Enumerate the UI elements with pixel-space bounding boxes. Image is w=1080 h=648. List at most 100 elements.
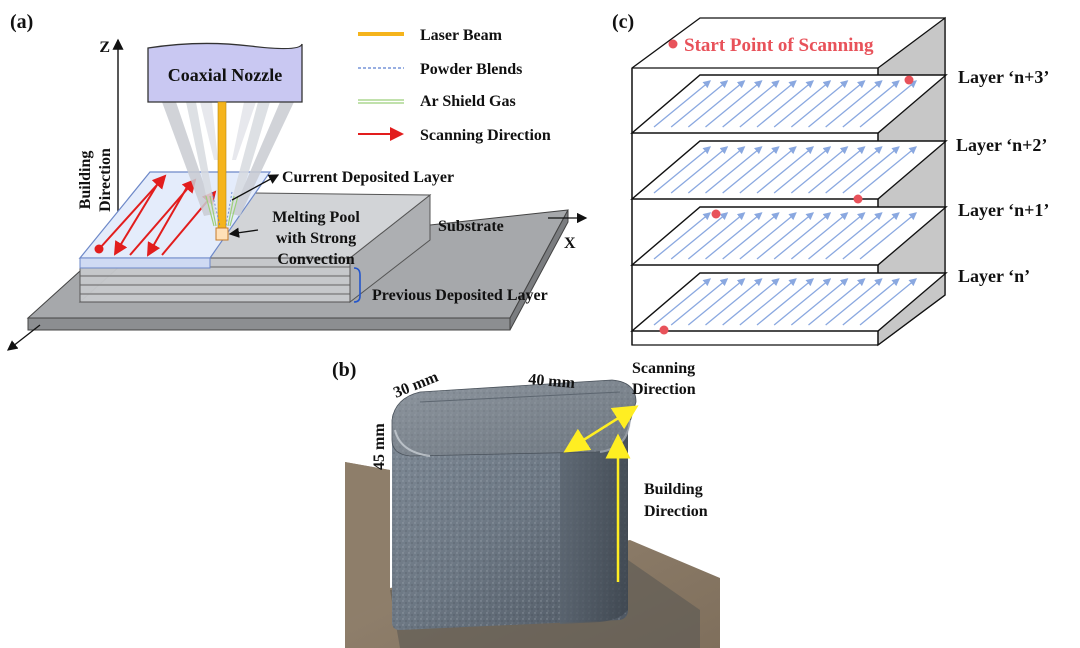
- melting-pool-pointer: [228, 227, 259, 238]
- melting-pool-label-1: Melting Pool: [272, 209, 360, 226]
- hatch-arrow: [670, 146, 729, 194]
- hatch-arrow: [739, 146, 797, 194]
- start-point-dot: [853, 194, 863, 204]
- hatch-arrow: [756, 80, 815, 128]
- substrate-front: [27, 317, 511, 331]
- start-point-legend-dot: [668, 39, 678, 49]
- melting-pool-label-2: with Strong: [276, 230, 356, 247]
- hatch-arrow: [705, 212, 763, 260]
- hatch-arrow: [773, 278, 832, 326]
- sample-photo: 30 mm 40 mm 45 mm: [345, 368, 720, 648]
- hatch-arrow: [842, 278, 900, 326]
- laser-beam: [217, 101, 227, 231]
- hatch-arrow: [739, 278, 797, 326]
- hatch-arrow: [825, 212, 883, 260]
- hatch-arrow: [773, 146, 832, 194]
- hatch-arrow: [825, 146, 883, 194]
- hatch-arrow: [687, 278, 746, 326]
- hatch-arrow: [808, 146, 866, 194]
- layer-plane-n3: [630, 74, 948, 134]
- hatch-arrow: [705, 146, 763, 194]
- hatch-arrow: [842, 80, 900, 128]
- start-point-dot: [659, 325, 669, 335]
- previous-layer-label: Previous Deposited Layer: [372, 287, 548, 304]
- substrate-side: [509, 209, 569, 331]
- coaxial-nozzle: [147, 42, 303, 103]
- start-point-dot: [711, 209, 721, 219]
- hatch-arrow: [842, 212, 900, 260]
- hatch-arrow: [808, 278, 866, 326]
- hatch-arrow: [653, 146, 712, 194]
- start-point-dot: [904, 75, 914, 85]
- panel-c-label: (c): [612, 11, 634, 33]
- hatch-arrow: [790, 80, 849, 128]
- nozzle-cones: [162, 102, 294, 216]
- current-layer-front: [79, 257, 211, 269]
- hatch-arrow: [756, 146, 815, 194]
- legend: Laser Beam Powder Blends Ar Shield Gas S…: [358, 27, 551, 144]
- hatch-arrow: [825, 278, 883, 326]
- hatch-arrow: [687, 212, 746, 260]
- hatch-arrow: [722, 146, 780, 194]
- panel-b: (b) 30 mm 40 mm 45 mm: [332, 359, 720, 648]
- x-axis-label: X: [564, 235, 576, 252]
- dim-45mm-label: 45 mm: [371, 423, 388, 470]
- hatch-arrow: [687, 146, 746, 194]
- panel-a: (a) Z Building Direction: [6, 11, 588, 351]
- hatch-arrow: [705, 278, 763, 326]
- hatch-arrow: [670, 80, 729, 128]
- start-point-label: Start Point of Scanning: [684, 35, 874, 56]
- hatch-arrow: [705, 80, 763, 128]
- panel-a-label: (a): [10, 11, 33, 33]
- hatch-arrow: [790, 278, 849, 326]
- hatch-arrow: [722, 278, 780, 326]
- scanning-direction-label-1: Scanning: [632, 360, 695, 377]
- legend-laser-label: Laser Beam: [420, 27, 503, 44]
- previous-layer-bracket: [353, 267, 361, 303]
- hatch-arrow: [825, 80, 883, 128]
- layer-label-n1: Layer ‘n+1’: [958, 200, 1049, 220]
- powder-gas-strands: [205, 191, 239, 227]
- hatch-arrow: [859, 146, 918, 194]
- layer-planes: [630, 74, 948, 335]
- hatch-arrow: [687, 80, 746, 128]
- panel-c: (c) Start Point of Scanning Layer ‘n+3’ …: [612, 11, 1049, 347]
- melting-pool: [215, 227, 229, 241]
- hatch-arrow: [670, 278, 729, 326]
- z-axis-label: Z: [99, 39, 110, 56]
- melting-pool-label-3: Convection: [277, 251, 354, 268]
- hatch-arrow: [722, 80, 780, 128]
- legend-powder-label: Powder Blends: [420, 61, 522, 78]
- panel-b-label: (b): [332, 359, 356, 381]
- hatch-arrow: [653, 80, 712, 128]
- hatch-arrow: [790, 212, 849, 260]
- dim-40mm-label: 40 mm: [528, 371, 577, 392]
- scanning-direction-label-2: Direction: [632, 381, 696, 398]
- hatch-arrow: [722, 212, 780, 260]
- building-direction-label-2: Direction: [97, 148, 114, 212]
- current-layer-pointer: [231, 174, 280, 201]
- substrate-label: Substrate: [438, 218, 504, 235]
- hatch-arrow: [808, 212, 866, 260]
- hatch-arrow: [739, 80, 797, 128]
- building-direction-b-label-1: Building: [644, 481, 703, 498]
- hatch-arrow: [653, 212, 712, 260]
- legend-scan-label: Scanning Direction: [420, 127, 551, 144]
- hatch-arrow: [756, 278, 815, 326]
- hatch-arrow: [653, 278, 712, 326]
- hatch-arrow: [859, 80, 918, 128]
- hatch-arrow: [773, 80, 832, 128]
- layer-plane-n1: [630, 206, 948, 266]
- hatch-arrow: [756, 212, 815, 260]
- current-layer-label: Current Deposited Layer: [282, 169, 454, 186]
- layer-label-n: Layer ‘n’: [958, 266, 1030, 286]
- building-direction-label-1: Building: [77, 151, 94, 210]
- hatch-arrow: [842, 146, 900, 194]
- legend-gas-label: Ar Shield Gas: [420, 93, 516, 110]
- scan-arrows-a: [94, 174, 217, 257]
- hatch-arrow: [808, 80, 866, 128]
- coaxial-nozzle-label: Coaxial Nozzle: [168, 65, 282, 85]
- layer-plane-n: [630, 272, 948, 335]
- hatch-arrow: [859, 212, 918, 260]
